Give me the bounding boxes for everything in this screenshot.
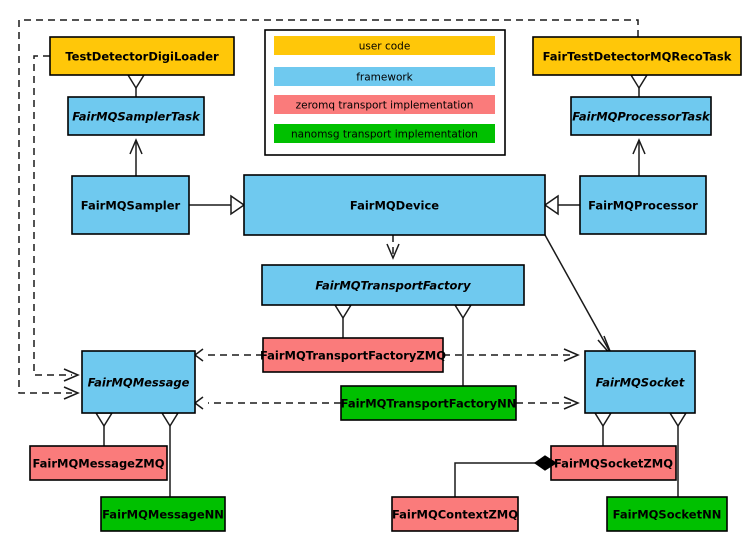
class-label-fairmqtransportfactory: FairMQTransportFactory (315, 279, 471, 293)
legend-item-nanomsg: nanomsg transport implementation (274, 124, 495, 143)
class-rect-fairmqprocessortask[interactable] (570, 96, 712, 136)
class-rect-fairmqmessagezmq[interactable] (29, 445, 168, 481)
class-box-fairmqsocketzmq[interactable]: FairMQSocketZMQ (550, 445, 677, 481)
edge-tfzmq-tf (333, 304, 353, 338)
legend-box: user code framework zeromq transport imp… (264, 29, 506, 156)
class-rect-fairmqsocketnn[interactable] (606, 496, 728, 532)
class-label-testdetectordigiloader: TestDetectorDigiLoader (65, 50, 219, 64)
edge-tfnn-socket (516, 396, 580, 410)
legend-swatch-framework (274, 67, 495, 86)
class-label-fairmqcontextzmq: FairMQContextZMQ (392, 508, 518, 522)
class-label-fairmqsocket: FairMQSocket (596, 376, 685, 390)
class-box-fairtestdetectormqrecotask[interactable]: FairTestDetectorMQRecoTask (532, 36, 742, 76)
class-rect-fairmqsocket[interactable] (584, 350, 696, 414)
class-rect-fairmqtransportfactorynn[interactable] (340, 385, 517, 421)
class-label-fairmqtransportfactorynn: FairMQTransportFactoryNN (341, 397, 517, 411)
class-box-fairmqmessagenn[interactable]: FairMQMessageNN (100, 496, 226, 532)
edge-messagezmq-message (94, 412, 114, 446)
class-rect-fairmqmessagenn[interactable] (100, 496, 226, 532)
class-box-fairmqmessagezmq[interactable]: FairMQMessageZMQ (29, 445, 168, 481)
class-box-fairmqtransportfactory[interactable]: FairMQTransportFactory (261, 264, 525, 306)
edge-processor-device (543, 194, 580, 216)
class-box-fairmqtransportfactoryzmq[interactable]: FairMQTransportFactoryZMQ (260, 337, 446, 373)
edge-samplertask-digiloader (126, 74, 146, 97)
class-box-fairmqcontextzmq[interactable]: FairMQContextZMQ (391, 496, 519, 532)
class-label-fairmqsamplertask: FairMQSamplerTask (72, 110, 201, 124)
class-label-fairmqprocessortask: FairMQProcessorTask (572, 110, 711, 124)
class-rect-fairmqsampler[interactable] (71, 175, 190, 235)
composition-diamond-icon (533, 455, 558, 471)
class-box-fairmqsampler[interactable]: FairMQSampler (71, 175, 190, 235)
edge-socketzmq-socket (593, 412, 613, 446)
class-rect-fairmqcontextzmq[interactable] (391, 496, 519, 532)
class-box-testdetectordigiloader[interactable]: TestDetectorDigiLoader (49, 36, 235, 76)
class-rect-fairtestdetectormqrecotask[interactable] (532, 36, 742, 76)
class-box-fairmqsamplertask[interactable]: FairMQSamplerTask (67, 96, 205, 136)
class-label-fairmqmessagenn: FairMQMessageNN (102, 508, 224, 522)
legend-label-framework: framework (356, 72, 413, 84)
legend-item-zeromq: zeromq transport implementation (274, 95, 495, 114)
class-rect-fairmqmessage[interactable] (81, 350, 196, 414)
class-rect-fairmqdevice[interactable] (243, 174, 546, 236)
edge-tfzmq-socket (443, 348, 580, 362)
edge-device-transportfactory (386, 235, 400, 260)
class-rect-fairmqtransportfactoryzmq[interactable] (262, 337, 444, 373)
legend-label-zeromq: zeromq transport implementation (296, 100, 474, 112)
class-rect-fairmqtransportfactory[interactable] (261, 264, 525, 306)
edge-tfnn-message (193, 396, 341, 410)
legend-swatch-nanomsg (274, 124, 495, 143)
edge-layer (18, 19, 688, 497)
class-box-fairmqprocessortask[interactable]: FairMQProcessorTask (570, 96, 712, 136)
class-box-fairmqprocessor[interactable]: FairMQProcessor (579, 175, 707, 235)
legend-label-nanomsg: nanomsg transport implementation (291, 129, 478, 141)
class-rect-fairmqprocessor[interactable] (579, 175, 707, 235)
class-label-fairmqmessage: FairMQMessage (88, 376, 190, 390)
edge-tfzmq-message (193, 348, 263, 362)
edge-device-socket (544, 234, 613, 357)
class-box-fairmqsocket[interactable]: FairMQSocket (584, 350, 696, 414)
edge-digiloader-message (33, 55, 80, 382)
class-box-fairmqsocketnn[interactable]: FairMQSocketNN (606, 496, 728, 532)
class-box-fairmqmessage[interactable]: FairMQMessage (81, 350, 196, 414)
edge-processortask-recotask (629, 74, 649, 97)
class-label-fairmqprocessor: FairMQProcessor (588, 199, 698, 213)
class-box-fairmqtransportfactorynn[interactable]: FairMQTransportFactoryNN (340, 385, 517, 421)
class-box-layer: TestDetectorDigiLoader FairMQSamplerTask… (29, 36, 742, 532)
class-box-fairmqdevice[interactable]: FairMQDevice (243, 174, 546, 236)
class-label-fairmqsocketnn: FairMQSocketNN (613, 508, 722, 522)
legend-swatch-user-code (274, 36, 495, 55)
class-rect-fairmqsocketzmq[interactable] (550, 445, 677, 481)
edge-tfnn-tf (453, 304, 473, 386)
class-label-fairmqdevice: FairMQDevice (350, 199, 439, 213)
edge-recotask-message (18, 19, 639, 400)
class-label-fairmqsocketzmq: FairMQSocketZMQ (554, 457, 673, 471)
class-label-fairmqsampler: FairMQSampler (81, 199, 181, 213)
legend-item-framework: framework (274, 67, 495, 86)
class-label-fairtestdetectormqrecotask: FairTestDetectorMQRecoTask (543, 50, 732, 64)
composition-diamond-overlay (533, 455, 558, 471)
legend-item-user-code: user code (274, 36, 495, 55)
class-label-fairmqtransportfactoryzmq: FairMQTransportFactoryZMQ (260, 349, 446, 363)
edge-sampler-device (189, 194, 246, 216)
class-rect-testdetectordigiloader[interactable] (49, 36, 235, 76)
legend-swatch-zeromq (274, 95, 495, 114)
edge-processor-processortask (632, 138, 646, 176)
class-rect-fairmqsamplertask[interactable] (67, 96, 205, 136)
legend-label-user-code: user code (359, 41, 411, 53)
class-label-fairmqmessagezmq: FairMQMessageZMQ (32, 457, 164, 471)
edge-sampler-samplertask (129, 138, 143, 176)
